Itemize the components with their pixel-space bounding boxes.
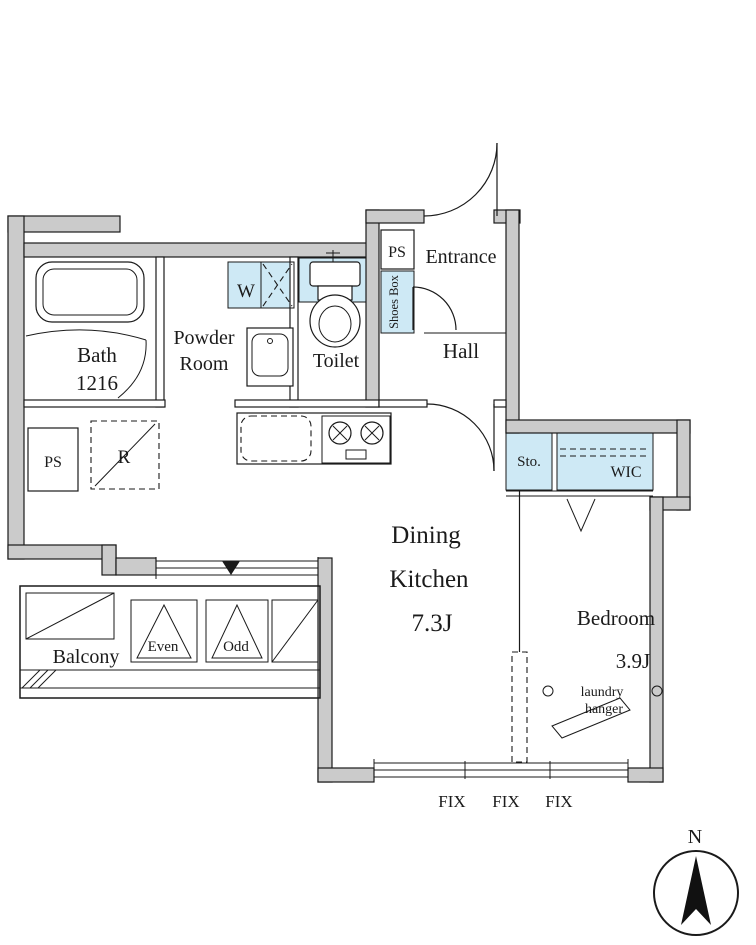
label-refrigerator: R	[118, 447, 131, 468]
hanger-mark	[566, 498, 596, 533]
label-bedroom: Bedroom	[577, 606, 655, 630]
label-toilet: Toilet	[313, 350, 360, 372]
label-fix-3: FIX	[545, 792, 572, 811]
label-powder-2: Room	[180, 353, 229, 375]
toilet	[309, 250, 361, 348]
shoes-box-door	[412, 286, 457, 331]
odd-hatch-box	[205, 599, 269, 663]
label-ps-left: PS	[44, 454, 62, 471]
balcony-slim-box	[271, 599, 319, 663]
label-washer: W	[237, 281, 255, 302]
label-laundry-2: hanger	[585, 702, 623, 717]
fix-windows	[373, 759, 629, 781]
labels: PS Entrance Shoes Box Hall W Powder Room…	[44, 244, 702, 848]
label-kitchen: Kitchen	[389, 566, 469, 593]
kitchen-sink	[240, 415, 312, 462]
label-even: Even	[148, 639, 179, 655]
balcony-window	[155, 557, 319, 579]
pipe-space-left-box	[27, 427, 79, 492]
label-hall: Hall	[443, 339, 479, 363]
label-storage: Sto.	[517, 454, 541, 470]
label-bedroom-size: 3.9J	[616, 649, 650, 673]
balcony-equipment-box	[25, 592, 115, 640]
label-odd: Odd	[223, 639, 249, 655]
label-balcony: Balcony	[53, 646, 120, 668]
stove	[321, 415, 391, 464]
label-laundry-1: laundry	[581, 685, 624, 700]
label-bath-size: 1216	[76, 371, 118, 395]
partitions	[23, 256, 653, 763]
label-dk-size: 7.3J	[412, 610, 453, 637]
north-compass	[653, 850, 739, 936]
wic-closet	[505, 432, 654, 533]
laundry-hanger	[542, 685, 663, 739]
entrance-door	[423, 142, 498, 217]
label-dining: Dining	[391, 522, 461, 549]
label-wic: WIC	[610, 464, 641, 481]
label-fix-1: FIX	[438, 792, 465, 811]
label-bath: Bath	[77, 343, 117, 367]
bedroom-sliding-door	[511, 651, 528, 763]
label-powder-1: Powder	[173, 327, 234, 349]
even-hatch-box	[130, 599, 198, 663]
doors	[412, 142, 506, 472]
pipe-space-top-box	[380, 229, 415, 270]
balcony-outline	[19, 585, 321, 699]
label-entrance: Entrance	[425, 246, 496, 268]
hall-door	[426, 403, 495, 472]
kitchen-counter	[236, 412, 392, 465]
label-fix-2: FIX	[492, 792, 519, 811]
direction-marker	[222, 561, 240, 575]
walls	[7, 209, 691, 783]
refrigerator-box	[90, 420, 160, 490]
label-ps-top: PS	[388, 244, 406, 261]
label-shoes-box: Shoes Box	[387, 274, 401, 329]
label-north: N	[688, 826, 702, 848]
wic-area	[556, 432, 654, 491]
shoes-box	[380, 270, 415, 334]
washer-box	[227, 261, 295, 309]
bathtub	[25, 261, 147, 399]
north-arrow-icon	[681, 856, 711, 925]
powder-sink	[246, 327, 294, 387]
